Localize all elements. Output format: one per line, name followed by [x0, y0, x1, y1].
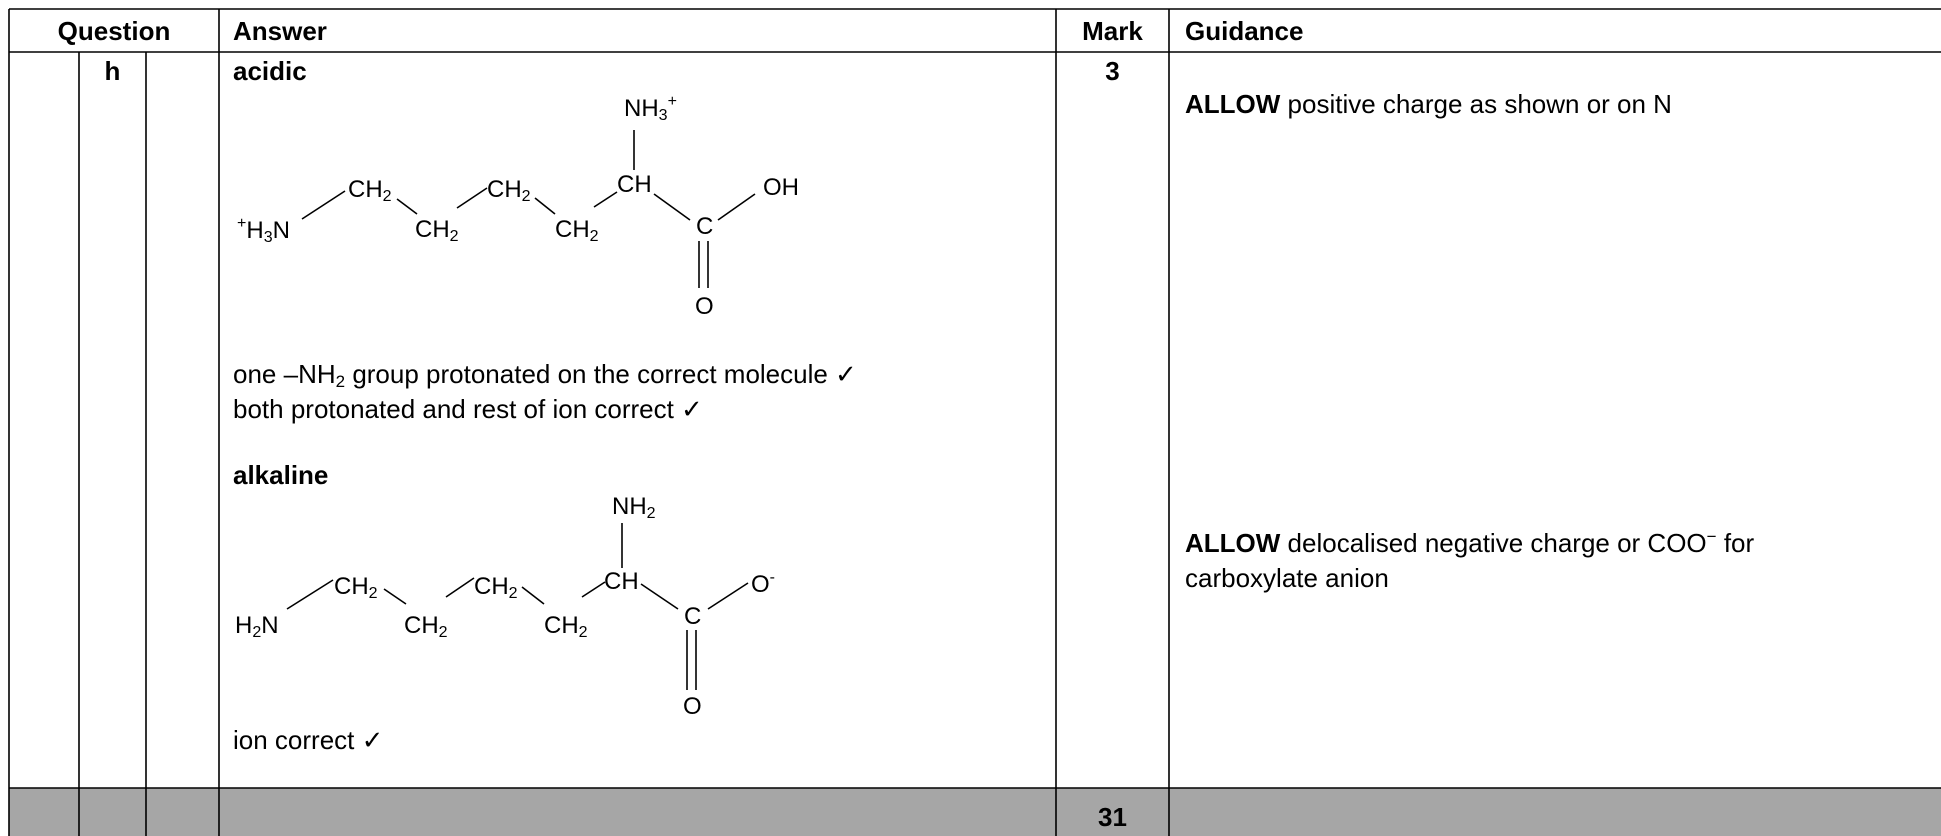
- alkaline-carbonyl-o: O: [683, 693, 702, 720]
- alkaline-ch2-3: CH2: [474, 573, 518, 602]
- acidic-note-1: one –NH2 group protonated on the correct…: [233, 359, 857, 391]
- alkaline-note: ion correct ✓: [233, 725, 384, 755]
- acidic-ch2-1: CH2: [348, 176, 392, 205]
- alkaline-top-amine: NH2: [612, 493, 656, 522]
- footer-row-fill: [9, 788, 1941, 836]
- guidance-1: ALLOW positive charge as shown or on N: [1185, 89, 1672, 119]
- acidic-ch: CH: [617, 171, 652, 198]
- acidic-top-amine: NH3+: [624, 93, 677, 124]
- acidic-ch2-4: CH2: [555, 216, 599, 245]
- alkaline-ch: CH: [604, 568, 639, 595]
- question-part: h: [104, 56, 121, 86]
- acidic-ch2-3: CH2: [487, 176, 531, 205]
- alkaline-ch2-4: CH2: [544, 612, 588, 641]
- guidance-2: ALLOW delocalised negative charge or COO…: [1185, 527, 1755, 558]
- alkaline-o-minus: O-: [751, 569, 775, 598]
- header-question: Question: [57, 16, 171, 46]
- header-answer: Answer: [233, 16, 327, 46]
- total-mark: 31: [1098, 802, 1127, 832]
- alkaline-ch2-1: CH2: [334, 573, 378, 602]
- guidance-2-line-2: carboxylate anion: [1185, 563, 1389, 593]
- acidic-note-2: both protonated and rest of ion correct …: [233, 394, 703, 424]
- alkaline-carbonyl-c: C: [684, 603, 702, 630]
- acidic-label: acidic: [233, 56, 307, 86]
- header-guidance: Guidance: [1185, 16, 1304, 46]
- alkaline-ch2-2: CH2: [404, 612, 448, 641]
- acidic-left-amine: +H3N: [237, 215, 290, 246]
- acidic-carbonyl-c: C: [696, 213, 714, 240]
- alkaline-label: alkaline: [233, 460, 329, 490]
- acidic-oh: OH: [763, 174, 799, 201]
- acidic-ch2-2: CH2: [415, 216, 459, 245]
- row-mark: 3: [1105, 56, 1120, 86]
- header-mark: Mark: [1082, 16, 1143, 46]
- alkaline-left-amine: H2N: [235, 612, 279, 641]
- acidic-carbonyl-o: O: [695, 293, 714, 320]
